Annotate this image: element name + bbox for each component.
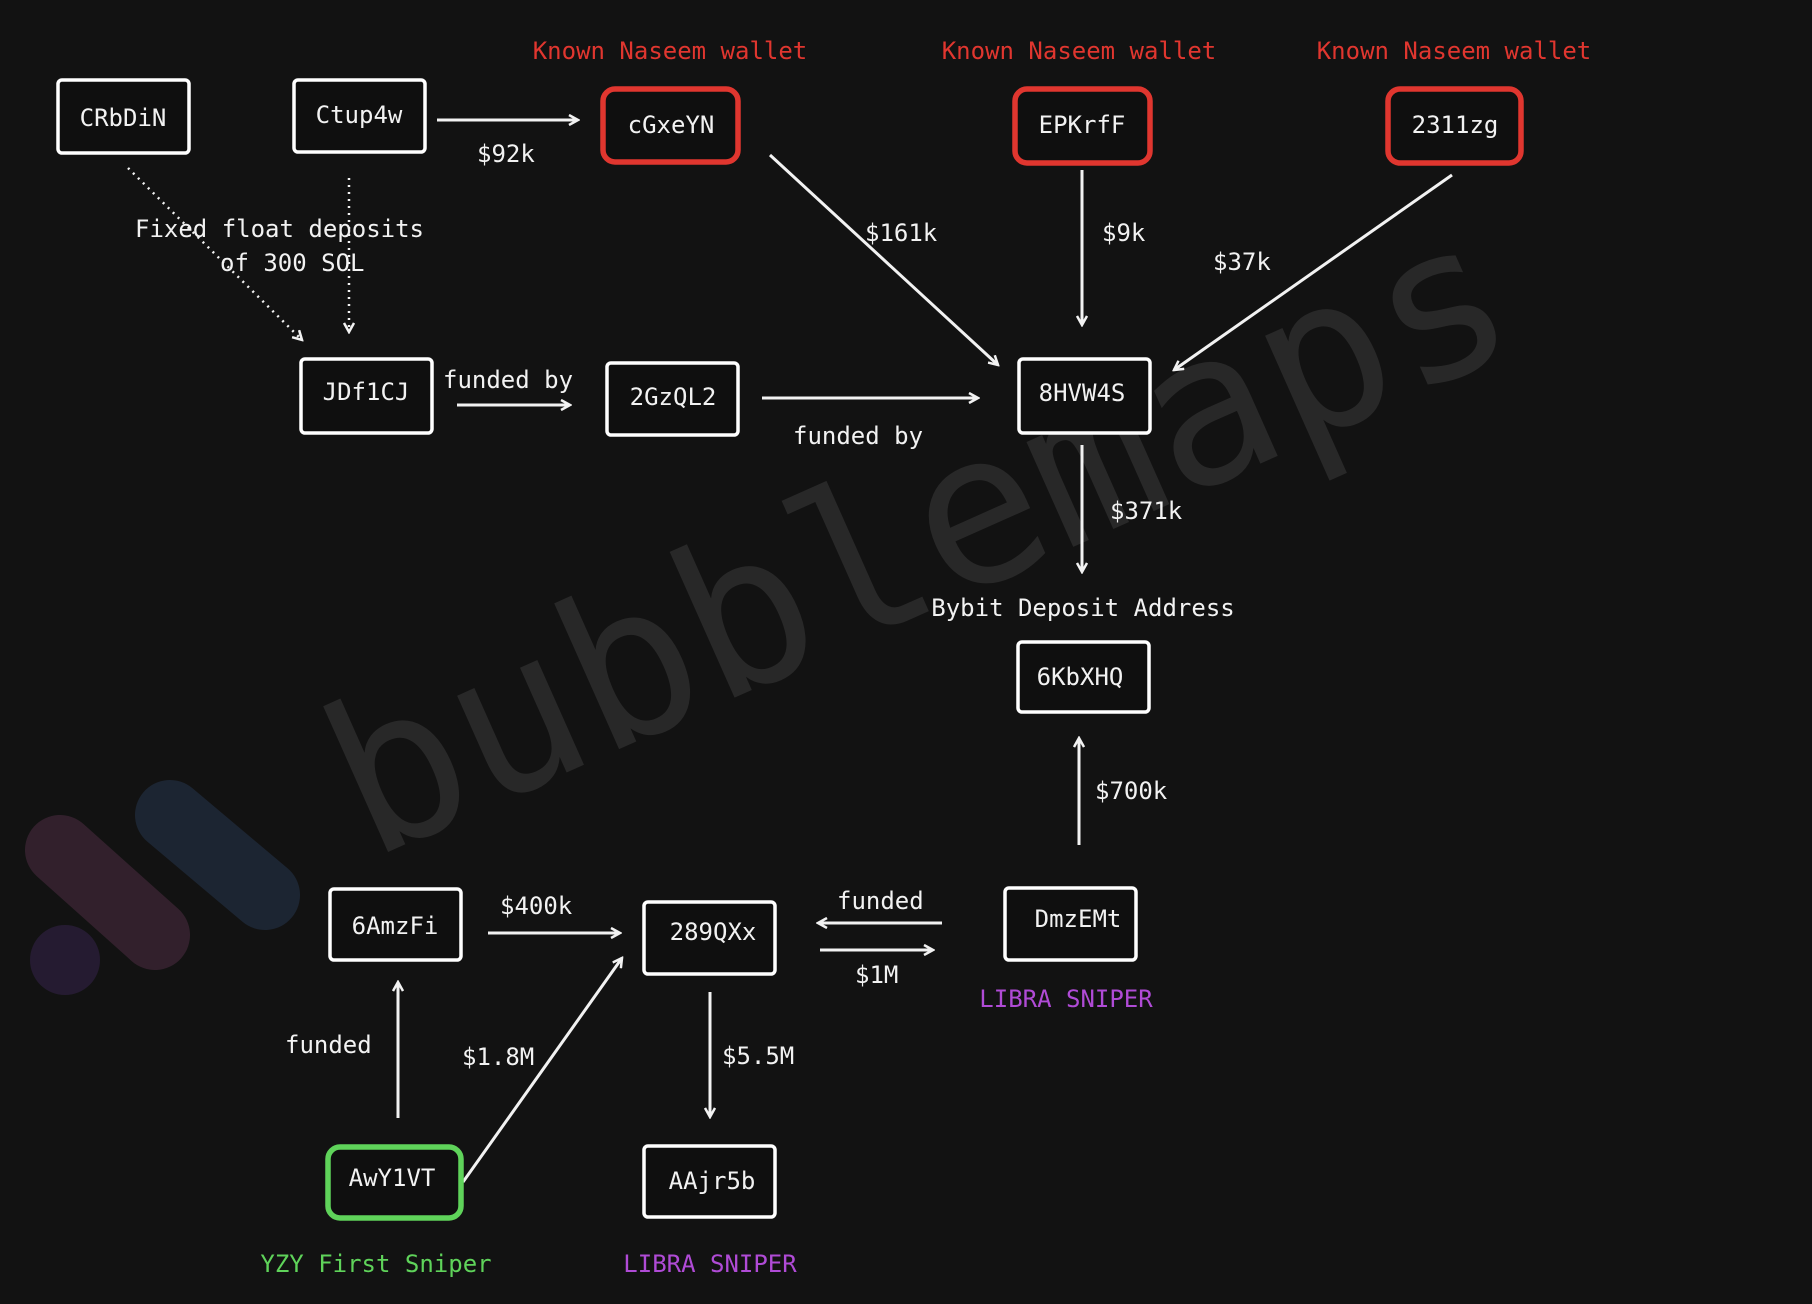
wallet-node-8hvw4s[interactable]: 8HVW4S — [1017, 357, 1152, 435]
edge-labels: $92k Fixed float deposits of 300 SOL $16… — [135, 140, 1271, 1071]
wallet-node-aajr5b[interactable]: AAjr5b — [642, 1144, 777, 1219]
edge-2311zg-8hvw4s — [1174, 173, 1453, 370]
edge-label-fixed-float-1: Fixed float deposits — [135, 215, 424, 243]
edge-label-92k: $92k — [477, 140, 535, 168]
wallet-label: AAjr5b — [669, 1167, 756, 1195]
wallet-label: cGxeYN — [628, 111, 715, 139]
wallet-label: 6KbXHQ — [1037, 663, 1124, 691]
wallet-label: JDf1CJ — [323, 378, 410, 406]
tag-known-wallet-2311zg: Known Naseem wallet — [1317, 37, 1592, 65]
tag-libra-sniper-dmzemt: LIBRA SNIPER — [979, 985, 1153, 1013]
wallet-label: CRbDiN — [80, 104, 167, 132]
tag-known-wallet-cgxeyn: Known Naseem wallet — [533, 37, 808, 65]
edge-label-funded-by-2: funded by — [793, 422, 923, 450]
edge-awy1vt-289qxx — [461, 958, 622, 1183]
edge-label-funded-1: funded — [837, 887, 924, 915]
wallet-label: 6AmzFi — [352, 912, 439, 940]
tag-known-wallet-epkrff: Known Naseem wallet — [942, 37, 1217, 65]
edge-label-fixed-float-2: of 300 SOL — [220, 249, 365, 277]
edge-label-371k: $371k — [1110, 497, 1183, 525]
wallet-node-289qxx[interactable]: 289QXx — [642, 900, 777, 976]
wallet-node-awy1vt[interactable]: AwY1VT — [325, 1144, 464, 1221]
edge-label-9k: $9k — [1102, 219, 1146, 247]
wallet-node-6amzfi[interactable]: 6AmzFi — [328, 887, 463, 962]
nodes: CRbDiN Ctup4w cGxeYN EPKrfF 2311zg JDf1C… — [56, 78, 1524, 1221]
edge-label-funded-by-1: funded by — [443, 366, 573, 394]
edge-cgxeyn-8hvw4s — [768, 153, 998, 365]
edge-label-1-8m: $1.8M — [462, 1043, 534, 1071]
edge-label-funded-2: funded — [285, 1031, 372, 1059]
edge-label-37k: $37k — [1213, 248, 1271, 276]
tag-yzy-first-sniper: YZY First Sniper — [260, 1250, 491, 1278]
wallet-node-6kbxhq[interactable]: 6KbXHQ — [1016, 640, 1151, 714]
edge-label-161k: $161k — [865, 219, 938, 247]
wallet-node-epkrff[interactable]: EPKrfF — [1012, 86, 1153, 166]
wallet-label: EPKrfF — [1039, 111, 1126, 139]
wallet-label: 289QXx — [670, 918, 757, 946]
edge-label-5-5m: $5.5M — [722, 1042, 794, 1070]
wallet-node-2311zg[interactable]: 2311zg — [1385, 86, 1524, 166]
wallet-label: Ctup4w — [316, 101, 403, 129]
wallet-node-2gzql2[interactable]: 2GzQL2 — [605, 361, 740, 437]
tag-bybit-deposit: Bybit Deposit Address — [931, 594, 1234, 622]
tags: Known Naseem wallet Known Naseem wallet … — [260, 37, 1591, 1278]
tag-libra-sniper-aajr5b: LIBRA SNIPER — [623, 1250, 797, 1278]
bubblemaps-watermark: bubblemaps — [25, 168, 1546, 995]
edges — [127, 120, 1453, 1183]
wallet-label: DmzEMt — [1035, 905, 1122, 933]
wallet-node-ctup4w[interactable]: Ctup4w — [292, 78, 427, 154]
wallet-node-dmzemt[interactable]: DmzEMt — [1003, 886, 1138, 962]
edge-label-400k: $400k — [500, 892, 573, 920]
wallet-node-jdf1cj[interactable]: JDf1CJ — [299, 357, 434, 435]
wallet-label: 8HVW4S — [1039, 379, 1126, 407]
edge-label-1m: $1M — [855, 961, 898, 989]
edge-label-700k: $700k — [1095, 777, 1168, 805]
wallet-node-crbdin[interactable]: CRbDiN — [56, 78, 191, 155]
watermark-text: bubblemaps — [291, 168, 1546, 906]
wallet-label: 2311zg — [1412, 111, 1499, 139]
wallet-label: 2GzQL2 — [630, 383, 717, 411]
edge-crbdin-jdf1cj — [127, 167, 302, 340]
wallet-node-cgxeyn[interactable]: cGxeYN — [600, 86, 741, 165]
wallet-label: AwY1VT — [349, 1164, 436, 1192]
